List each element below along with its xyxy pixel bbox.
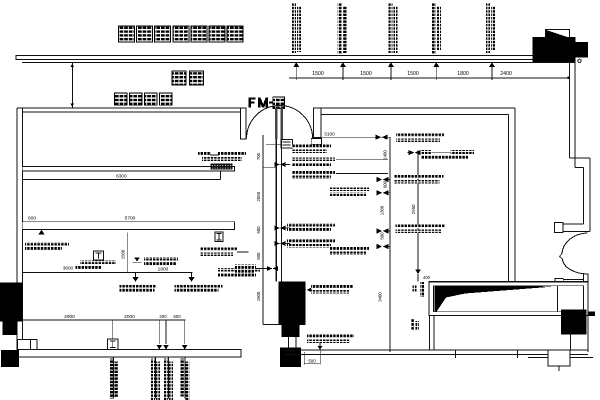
svg-text:500: 500 — [256, 226, 261, 234]
svg-text:6300: 6300 — [116, 174, 127, 180]
svg-text:1400: 1400 — [383, 150, 388, 160]
svg-text:200: 200 — [159, 314, 167, 319]
svg-text:600: 600 — [28, 216, 36, 222]
svg-text:1500: 1500 — [120, 249, 125, 259]
svg-text:500: 500 — [379, 232, 384, 240]
svg-text:1500: 1500 — [360, 71, 372, 77]
svg-text:1300: 1300 — [379, 205, 384, 215]
svg-text:700: 700 — [256, 152, 261, 160]
svg-text:5700: 5700 — [125, 216, 136, 222]
svg-text:3400: 3400 — [378, 292, 383, 302]
svg-text:600: 600 — [173, 314, 181, 319]
svg-text:1800: 1800 — [457, 71, 469, 77]
svg-text:2050: 2050 — [256, 191, 261, 201]
svg-text:2000: 2000 — [124, 314, 135, 320]
svg-text:1500: 1500 — [312, 71, 324, 77]
svg-text:2900: 2900 — [64, 314, 75, 320]
svg-text:2950: 2950 — [411, 204, 416, 214]
svg-text:1800: 1800 — [158, 266, 169, 272]
svg-text:2400: 2400 — [500, 71, 512, 77]
svg-text:3100: 3100 — [324, 131, 335, 137]
svg-text:1500: 1500 — [407, 71, 419, 77]
svg-text:1600: 1600 — [256, 291, 261, 301]
svg-text:900: 900 — [256, 252, 261, 260]
svg-text:400: 400 — [423, 275, 431, 280]
svg-text:3600: 3600 — [63, 266, 74, 271]
svg-text:500: 500 — [308, 359, 316, 364]
svg-text:600: 600 — [383, 180, 388, 188]
